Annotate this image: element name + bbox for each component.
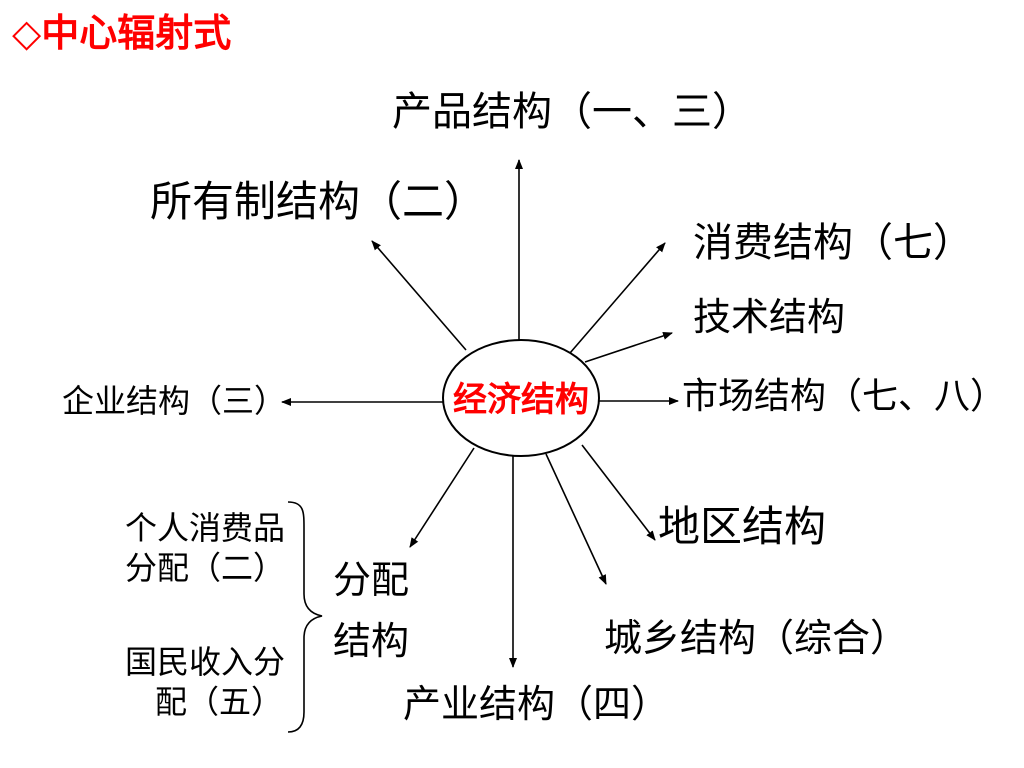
slide-title: ◇中心辐射式 [12,11,232,55]
arrow-to-consumption [569,242,666,354]
arrow-to-region [581,444,656,541]
arrow-to-distribution [409,447,475,548]
center-ellipse [442,339,600,457]
arrow-to-urban-rural [545,453,607,585]
distribution-line-1: 分配 [333,558,410,602]
label-technology-structure: 技术结构 [693,295,846,339]
label-industry-structure: 产业结构（四） [403,682,670,726]
label-product-structure: 产品结构（一、三） [392,89,752,135]
label-market-structure: 市场结构（七、八） [682,376,1007,417]
label-enterprise-structure: 企业结构（三） [62,382,287,420]
personal-line-1: 个人消费品 [125,509,286,547]
label-ownership-structure: 所有制结构（二） [150,177,487,226]
arrow-to-technology [584,332,673,363]
label-personal-consumption-distribution: 个人消费品 分配（二） [125,508,285,588]
label-consumption-structure: 消费结构（七） [693,220,973,266]
arrow-to-ownership [371,240,467,351]
national-line-1: 国民收入分 [125,643,286,681]
personal-line-2: 分配（二） [125,549,286,587]
distribution-line-2: 结构 [333,618,410,663]
label-national-income-distribution: 国民收入分 配（五） [125,642,285,722]
label-region-structure: 地区结构 [658,502,827,551]
distribution-brace [287,501,323,733]
label-urban-rural-structure: 城乡结构（综合） [604,616,909,660]
label-distribution-structure: 分配 结构 [333,550,409,672]
center-label: 经济结构 [453,380,589,420]
national-line-2: 配（五） [155,683,284,721]
